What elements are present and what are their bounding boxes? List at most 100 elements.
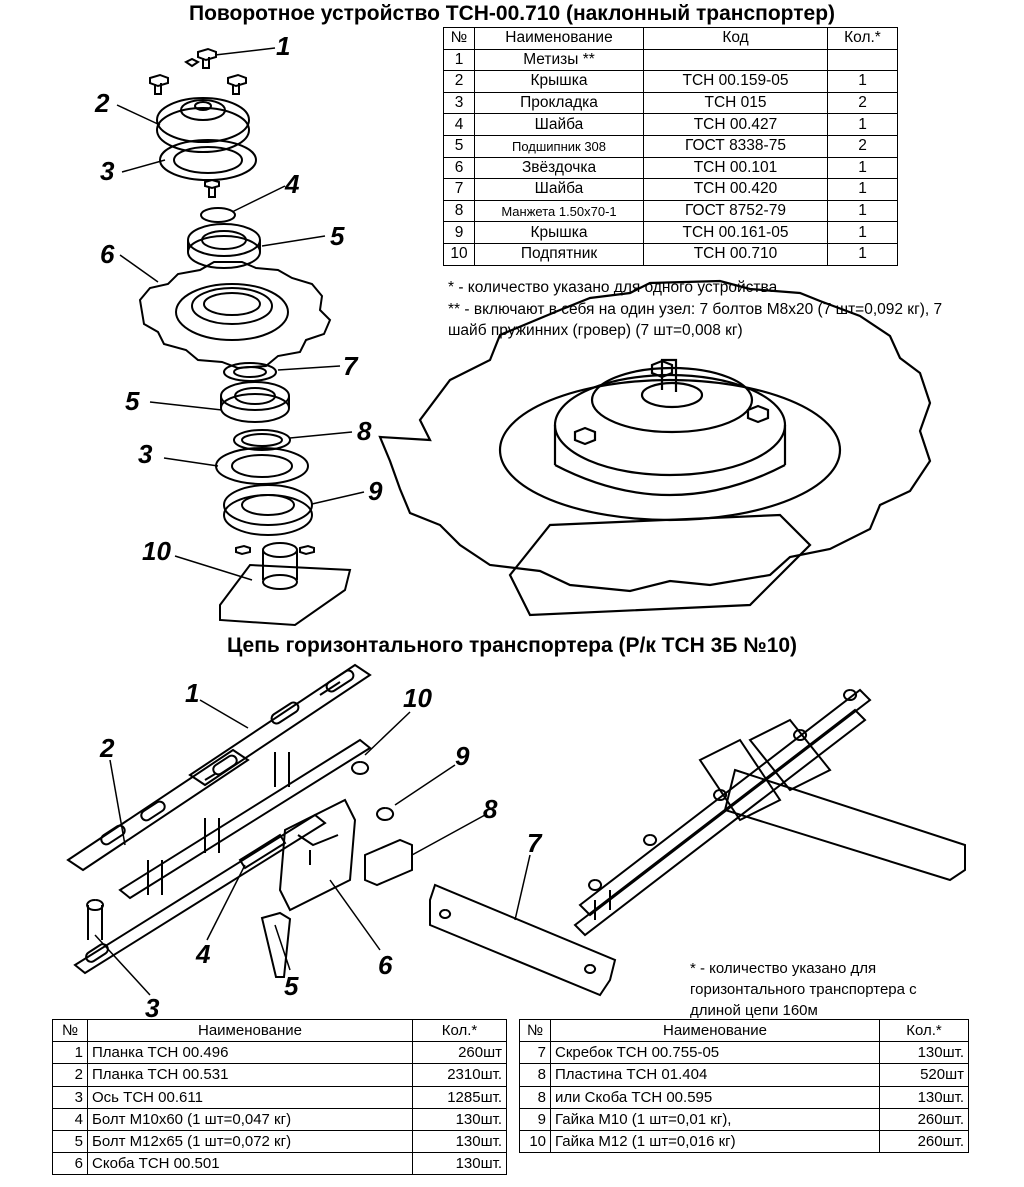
row-number: 10	[519, 1129, 551, 1154]
row-qty: 260шт	[412, 1041, 507, 1065]
row-qty: 130шт.	[412, 1129, 507, 1154]
callout-label: 1	[276, 31, 290, 61]
row-qty: 130шт.	[879, 1085, 969, 1109]
row-qty: 130шт.	[879, 1041, 969, 1065]
row-number: 10	[443, 242, 475, 266]
section-title-chain: Цепь горизонтального транспортера (Р/к Т…	[226, 634, 798, 657]
row-name: Планка ТСН 00.531	[87, 1063, 413, 1087]
row-name: Гайка М12 (1 шт=0,016 кг)	[550, 1129, 880, 1154]
row-code: ТСН 00.159-05	[643, 70, 828, 93]
row-code: ТСН 00.101	[643, 156, 828, 180]
callout-label: 5	[284, 971, 299, 1001]
callout-label: 4	[284, 169, 300, 199]
thrust-base-part	[219, 542, 352, 627]
callout-label: 5	[330, 221, 345, 251]
chain-assembled-drawing	[573, 688, 966, 937]
leader-lines	[116, 47, 365, 581]
row-qty: 130шт.	[412, 1107, 507, 1131]
gasket-part	[215, 447, 309, 485]
washer-part	[200, 207, 236, 223]
col-header-number: №	[519, 1018, 551, 1043]
row-qty: 2310шт.	[412, 1063, 507, 1087]
row-qty: 260шт.	[879, 1129, 969, 1154]
col-header-name: Наименование	[550, 1018, 880, 1043]
row-qty: 1	[827, 242, 898, 266]
row-name: Подшипник 308	[474, 134, 644, 158]
row-qty: 1	[827, 113, 898, 136]
sprocket-part	[138, 261, 332, 370]
callout-label: 9	[455, 741, 470, 771]
row-code: ГОСТ 8338-75	[643, 134, 828, 158]
row-code: ТСН 00.427	[643, 113, 828, 136]
callout-label: 10	[403, 683, 432, 713]
callout-label: 1	[185, 678, 199, 708]
callout-label: 8	[483, 794, 498, 824]
page-title: Поворотное устройство ТСН-00.710 (наклон…	[188, 2, 836, 25]
col-header-qty: Кол.*	[412, 1018, 507, 1043]
callout-label: 9	[368, 476, 383, 506]
row-name: Шайба	[474, 178, 644, 201]
row-name: Подпятник	[474, 242, 644, 266]
row-code: ГОСТ 8752-79	[643, 199, 828, 223]
cover-part	[156, 97, 250, 153]
row-number: 4	[52, 1107, 88, 1131]
row-number: 5	[52, 1129, 88, 1154]
col-header-qty: Кол.*	[879, 1018, 969, 1043]
callout-label: 6	[100, 239, 115, 269]
row-name: Скоба ТСН 00.501	[87, 1152, 413, 1176]
row-qty: 520шт	[879, 1063, 969, 1087]
row-name: Пластина ТСН 01.404	[550, 1063, 880, 1087]
row-qty: 1	[827, 221, 898, 244]
footnote-chain-quantity: * - количество указано для горизонтально…	[690, 960, 917, 1019]
row-name: Крышка	[474, 221, 644, 244]
callout-label: 3	[145, 993, 160, 1023]
callout-label: 3	[100, 156, 115, 186]
swivel-assembled-drawing	[378, 279, 932, 617]
seal-part	[233, 429, 291, 451]
gasket-part	[159, 139, 257, 181]
callout-label: 7	[343, 351, 359, 381]
callout-label: 8	[357, 416, 372, 446]
table-header-row: № Наименование Кол.*	[519, 1018, 969, 1043]
row-number: 2	[52, 1063, 88, 1087]
swivel-exploded-drawing	[116, 47, 365, 627]
row-qty: 1	[827, 178, 898, 201]
row-name: Ось ТСН 00.611	[87, 1085, 413, 1109]
row-name: Звёздочка	[474, 156, 644, 180]
chain-exploded-drawing	[66, 663, 617, 997]
footnote-quantity: * - количество указано для одного устрой…	[448, 279, 778, 296]
callout-labels-bottom: 1 2 3 4 5 6 7 8 9 10	[99, 678, 543, 1023]
row-name: Гайка М10 (1 шт=0,01 кг),	[550, 1107, 880, 1131]
row-name: Манжета 1.50х70-1	[474, 199, 644, 223]
callout-label: 6	[378, 950, 393, 980]
row-name: Прокладка	[474, 91, 644, 115]
row-name: Крышка	[474, 70, 644, 93]
leader-lines	[94, 699, 531, 996]
col-header-name: Наименование	[87, 1018, 413, 1043]
row-code: ТСН 00.161-05	[643, 221, 828, 244]
row-number: 8	[519, 1085, 551, 1109]
row-qty: 1	[827, 156, 898, 180]
row-name: Скребок ТСН 00.755-05	[550, 1041, 880, 1065]
bolt-icon	[149, 47, 247, 198]
